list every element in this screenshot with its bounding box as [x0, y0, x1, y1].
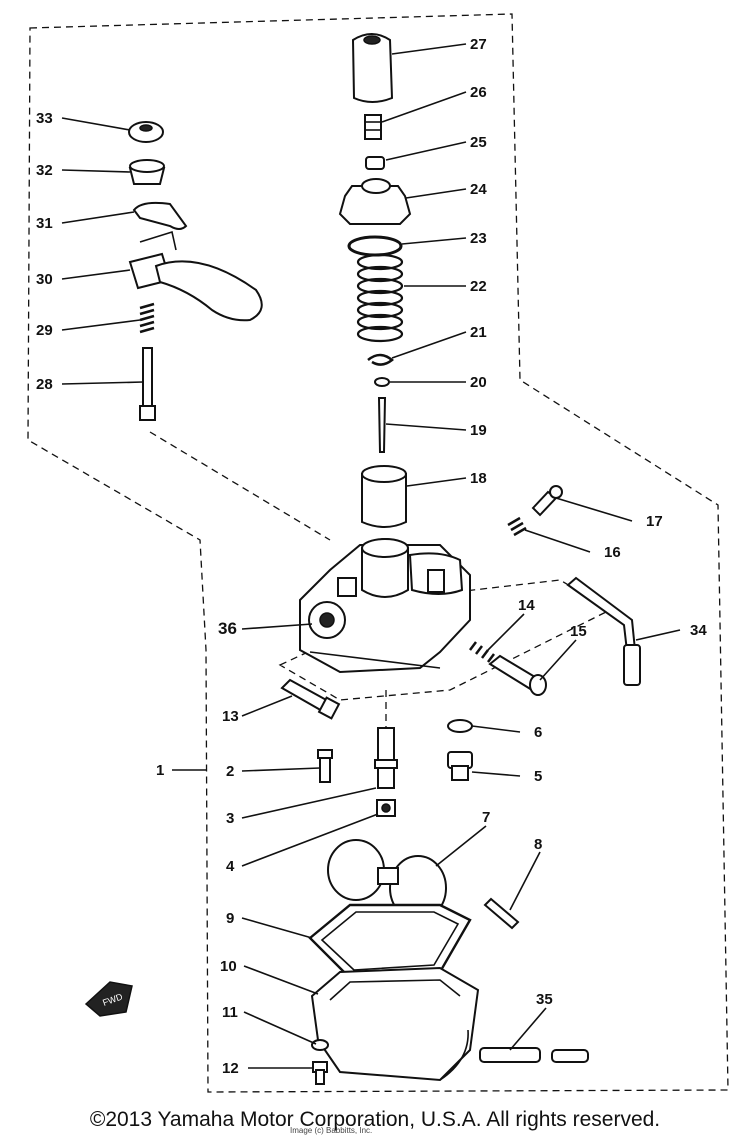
callout-35: 35 — [536, 991, 553, 1008]
part-32-holder — [128, 159, 166, 185]
callout-20: 20 — [470, 374, 487, 391]
callout-13: 13 — [222, 708, 239, 725]
callout-32: 32 — [36, 162, 53, 179]
callout-21: 21 — [470, 324, 487, 341]
callout-23: 23 — [470, 230, 487, 247]
callout-18: 18 — [470, 470, 487, 487]
callout-34: 34 — [690, 622, 707, 639]
callout-26: 26 — [470, 84, 487, 101]
part-6-washer — [447, 719, 473, 733]
callout-10: 10 — [220, 958, 237, 975]
callout-31: 31 — [36, 215, 53, 232]
part-17-cable-adjuster — [531, 485, 563, 517]
part-2-pilot-jet — [317, 749, 333, 783]
callout-1: 1 — [156, 762, 164, 779]
part-21-clip — [367, 353, 394, 366]
linkage-guide-line — [149, 431, 331, 541]
image-credit: Image (c) Babbitts, Inc. — [290, 1126, 373, 1135]
callout-29: 29 — [36, 322, 53, 339]
callout-24: 24 — [470, 181, 487, 198]
callout-8: 8 — [534, 836, 542, 853]
part-28-plunger — [139, 347, 156, 421]
part-8-float-pin — [483, 897, 520, 930]
part-3-needle-jet — [374, 727, 398, 789]
part-30-starter-lever — [128, 230, 263, 322]
part-25-nut — [365, 156, 385, 170]
part-11-washer — [311, 1039, 329, 1051]
callout-15: 15 — [570, 623, 587, 640]
callout-12: 12 — [222, 1060, 239, 1077]
part-36-carburetor-body — [299, 538, 471, 674]
callout-22: 22 — [470, 278, 487, 295]
part-14-spring — [469, 641, 495, 663]
part-23-gasket — [347, 235, 403, 257]
callout-9: 9 — [226, 910, 234, 927]
part-10-float-chamber — [310, 966, 480, 1082]
part-13-pilot-screw — [280, 678, 341, 720]
callout-4: 4 — [226, 858, 235, 875]
part-16-spring — [507, 516, 527, 537]
callout-3: 3 — [226, 810, 234, 827]
fwd-arrow-icon: FWD — [84, 981, 133, 1017]
part-15-throttle-stop-screw — [488, 654, 547, 696]
callout-16: 16 — [604, 544, 621, 561]
callout-30: 30 — [36, 271, 53, 288]
part-33-cap — [128, 121, 164, 143]
callout-11: 11 — [222, 1004, 238, 1021]
part-20-washer — [374, 377, 390, 387]
callout-19: 19 — [470, 422, 487, 439]
part-12-screw — [312, 1061, 328, 1085]
part-4-main-jet — [376, 799, 396, 817]
part-26-adjuster — [364, 114, 382, 140]
part-24-mixing-chamber-top — [338, 178, 412, 225]
callout-36: 36 — [218, 619, 237, 638]
copyright-notice: ©2013 Yamaha Motor Corporation, U.S.A. A… — [89, 1108, 661, 1131]
callout-7: 7 — [482, 809, 490, 826]
part-18-throttle-valve — [361, 465, 407, 528]
assembly-boundary — [27, 13, 729, 1093]
part-31-plate — [132, 201, 188, 230]
part-29-spring — [139, 302, 155, 334]
callout-6: 6 — [534, 724, 542, 741]
callout-17: 17 — [646, 513, 663, 530]
part-5-drain-plug — [447, 751, 473, 781]
part-27-cap — [351, 33, 394, 103]
callout-5: 5 — [534, 768, 542, 785]
part-22-spring — [356, 253, 404, 343]
callout-25: 25 — [470, 134, 487, 151]
part-19-jet-needle — [377, 397, 387, 453]
part-35-pipe — [479, 1047, 589, 1063]
part-34-overflow-pipe — [566, 576, 641, 686]
leader-lines — [61, 43, 681, 1069]
callout-28: 28 — [36, 376, 53, 393]
callout-2: 2 — [226, 763, 234, 780]
callout-27: 27 — [470, 36, 487, 53]
callout-14: 14 — [518, 597, 535, 614]
callout-33: 33 — [36, 110, 53, 127]
